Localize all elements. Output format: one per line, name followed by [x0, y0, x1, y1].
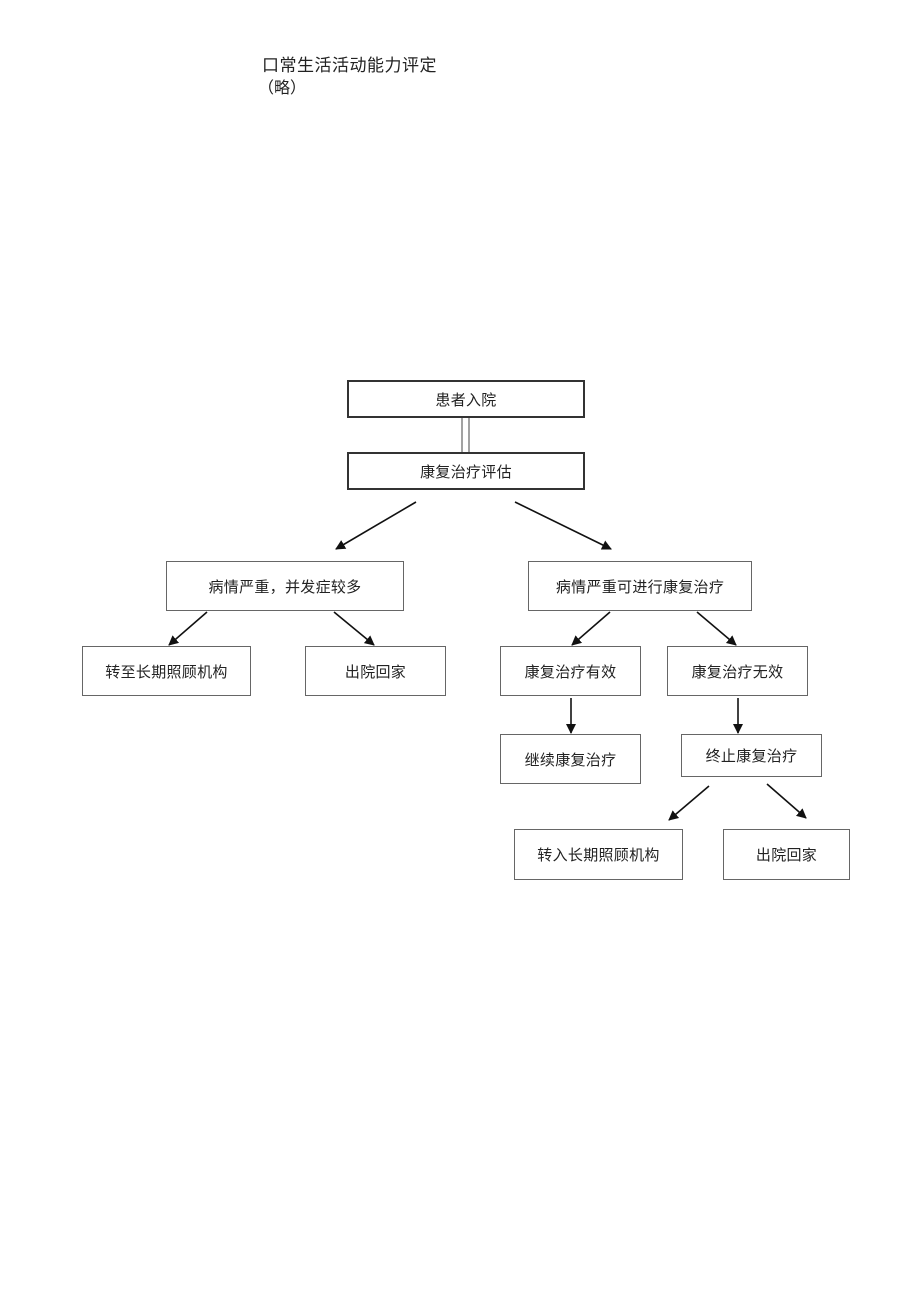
- node-discharge-home-2: 出院回家: [723, 829, 850, 880]
- node-continue-treatment: 继续康复治疗: [500, 734, 641, 784]
- arrow-to-transfer-1: [168, 611, 208, 646]
- heading-note: （略）: [258, 78, 307, 97]
- node-treatment-ineffective: 康复治疗无效: [667, 646, 808, 696]
- node-severe-treatable: 病情严重可进行康复治疗: [528, 561, 752, 611]
- arrow-to-transfer-2: [668, 785, 710, 821]
- node-admission: 患者入院: [347, 380, 585, 418]
- node-stop-treatment: 终止康复治疗: [681, 734, 822, 777]
- node-assessment: 康复治疗评估: [347, 452, 585, 490]
- arrow-to-discharge-1: [333, 611, 375, 646]
- node-severe-complications: 病情严重，并发症较多: [166, 561, 404, 611]
- node-transfer-long-term-care-2: 转入长期照顾机构: [514, 829, 683, 880]
- node-discharge-home-1: 出院回家: [305, 646, 446, 696]
- page-heading: 口常生活活动能力评定: [262, 56, 437, 76]
- arrow-to-discharge-2: [766, 783, 807, 819]
- arrow-assessment-right: [514, 501, 612, 550]
- arrow-to-effective: [571, 611, 611, 646]
- arrow-to-ineffective: [696, 611, 737, 646]
- arrow-assessment-left: [335, 501, 417, 550]
- node-transfer-long-term-care-1: 转至长期照顾机构: [82, 646, 251, 696]
- node-treatment-effective: 康复治疗有效: [500, 646, 641, 696]
